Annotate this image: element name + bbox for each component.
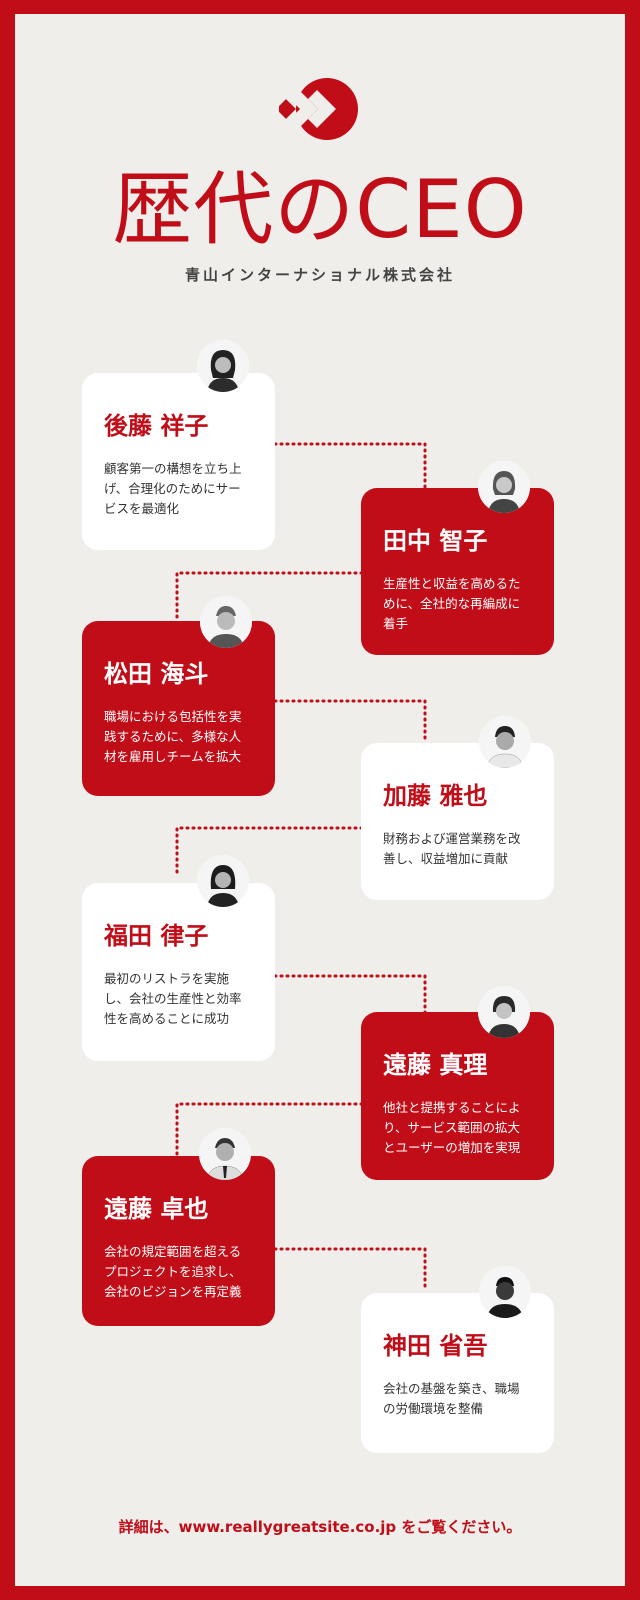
ceo-portrait	[197, 340, 249, 392]
ceo-description: 会社の基盤を築き、職場の労働環境を整備	[383, 1381, 520, 1416]
ceo-card: 福田 律子 最初のリストラを実施し、会社の生産性と効率性を高めることに成功	[82, 883, 275, 1061]
ceo-name: 遠藤 卓也	[104, 1195, 209, 1223]
ceo-description: 会社の規定範囲を超えるプロジェクトを追求し、会社のビジョンを再定義	[104, 1244, 242, 1299]
ceo-name: 後藤 祥子	[104, 412, 209, 440]
ceo-name: 神田 省吾	[383, 1332, 488, 1360]
ceo-description: 顧客第一の構想を立ち上げ、合理化のためにサービスを最適化	[104, 461, 242, 516]
ceo-description: 最初のリストラを実施し、会社の生産性と効率性を高めることに成功	[104, 971, 242, 1026]
ceo-card: 神田 省吾 会社の基盤を築き、職場の労働環境を整備	[361, 1293, 554, 1453]
company-logo-icon	[279, 78, 358, 140]
page-title: 歴代のCEO	[112, 163, 528, 256]
ceo-card: 松田 海斗 職場における包括性を実践するために、多様な人材を雇用しチームを拡大	[82, 621, 275, 796]
ceo-card: 遠藤 卓也 会社の規定範囲を超えるプロジェクトを追求し、会社のビジョンを再定義	[82, 1156, 275, 1326]
ceo-description: 財務および運営業務を改善し、収益増加に貢献	[383, 831, 521, 866]
ceo-name: 遠藤 真理	[383, 1051, 488, 1079]
ceo-description: 他社と提携することにより、サービス範囲の拡大とユーザーの増加を実現	[383, 1100, 521, 1155]
ceo-description: 生産性と収益を高めるために、全社的な再編成に着手	[383, 576, 521, 631]
ceo-portrait	[478, 986, 530, 1038]
ceo-portrait	[479, 1266, 531, 1318]
ceo-name: 福田 律子	[104, 922, 209, 950]
ceo-card: 遠藤 真理 他社と提携することにより、サービス範囲の拡大とユーザーの増加を実現	[361, 1012, 554, 1180]
ceo-portrait	[478, 461, 530, 513]
company-name: 青山インターナショナル株式会社	[184, 266, 455, 284]
ceo-portrait	[200, 596, 252, 648]
ceo-portrait	[199, 1128, 251, 1180]
ceo-name: 松田 海斗	[104, 660, 209, 688]
ceo-name: 田中 智子	[383, 527, 488, 555]
ceo-card: 後藤 祥子 顧客第一の構想を立ち上げ、合理化のためにサービスを最適化	[82, 373, 275, 550]
ceo-description: 職場における包括性を実践するために、多様な人材を雇用しチームを拡大	[104, 709, 242, 764]
ceo-name: 加藤 雅也	[383, 782, 488, 810]
ceo-portrait	[197, 855, 249, 907]
ceo-card: 田中 智子 生産性と収益を高めるために、全社的な再編成に着手	[361, 488, 554, 655]
footer-link-text[interactable]: 詳細は、www.reallygreatsite.co.jp をご覧ください。	[118, 1518, 522, 1536]
ceo-card: 加藤 雅也 財務および運営業務を改善し、収益増加に貢献	[361, 743, 554, 900]
ceo-portrait	[479, 716, 531, 768]
